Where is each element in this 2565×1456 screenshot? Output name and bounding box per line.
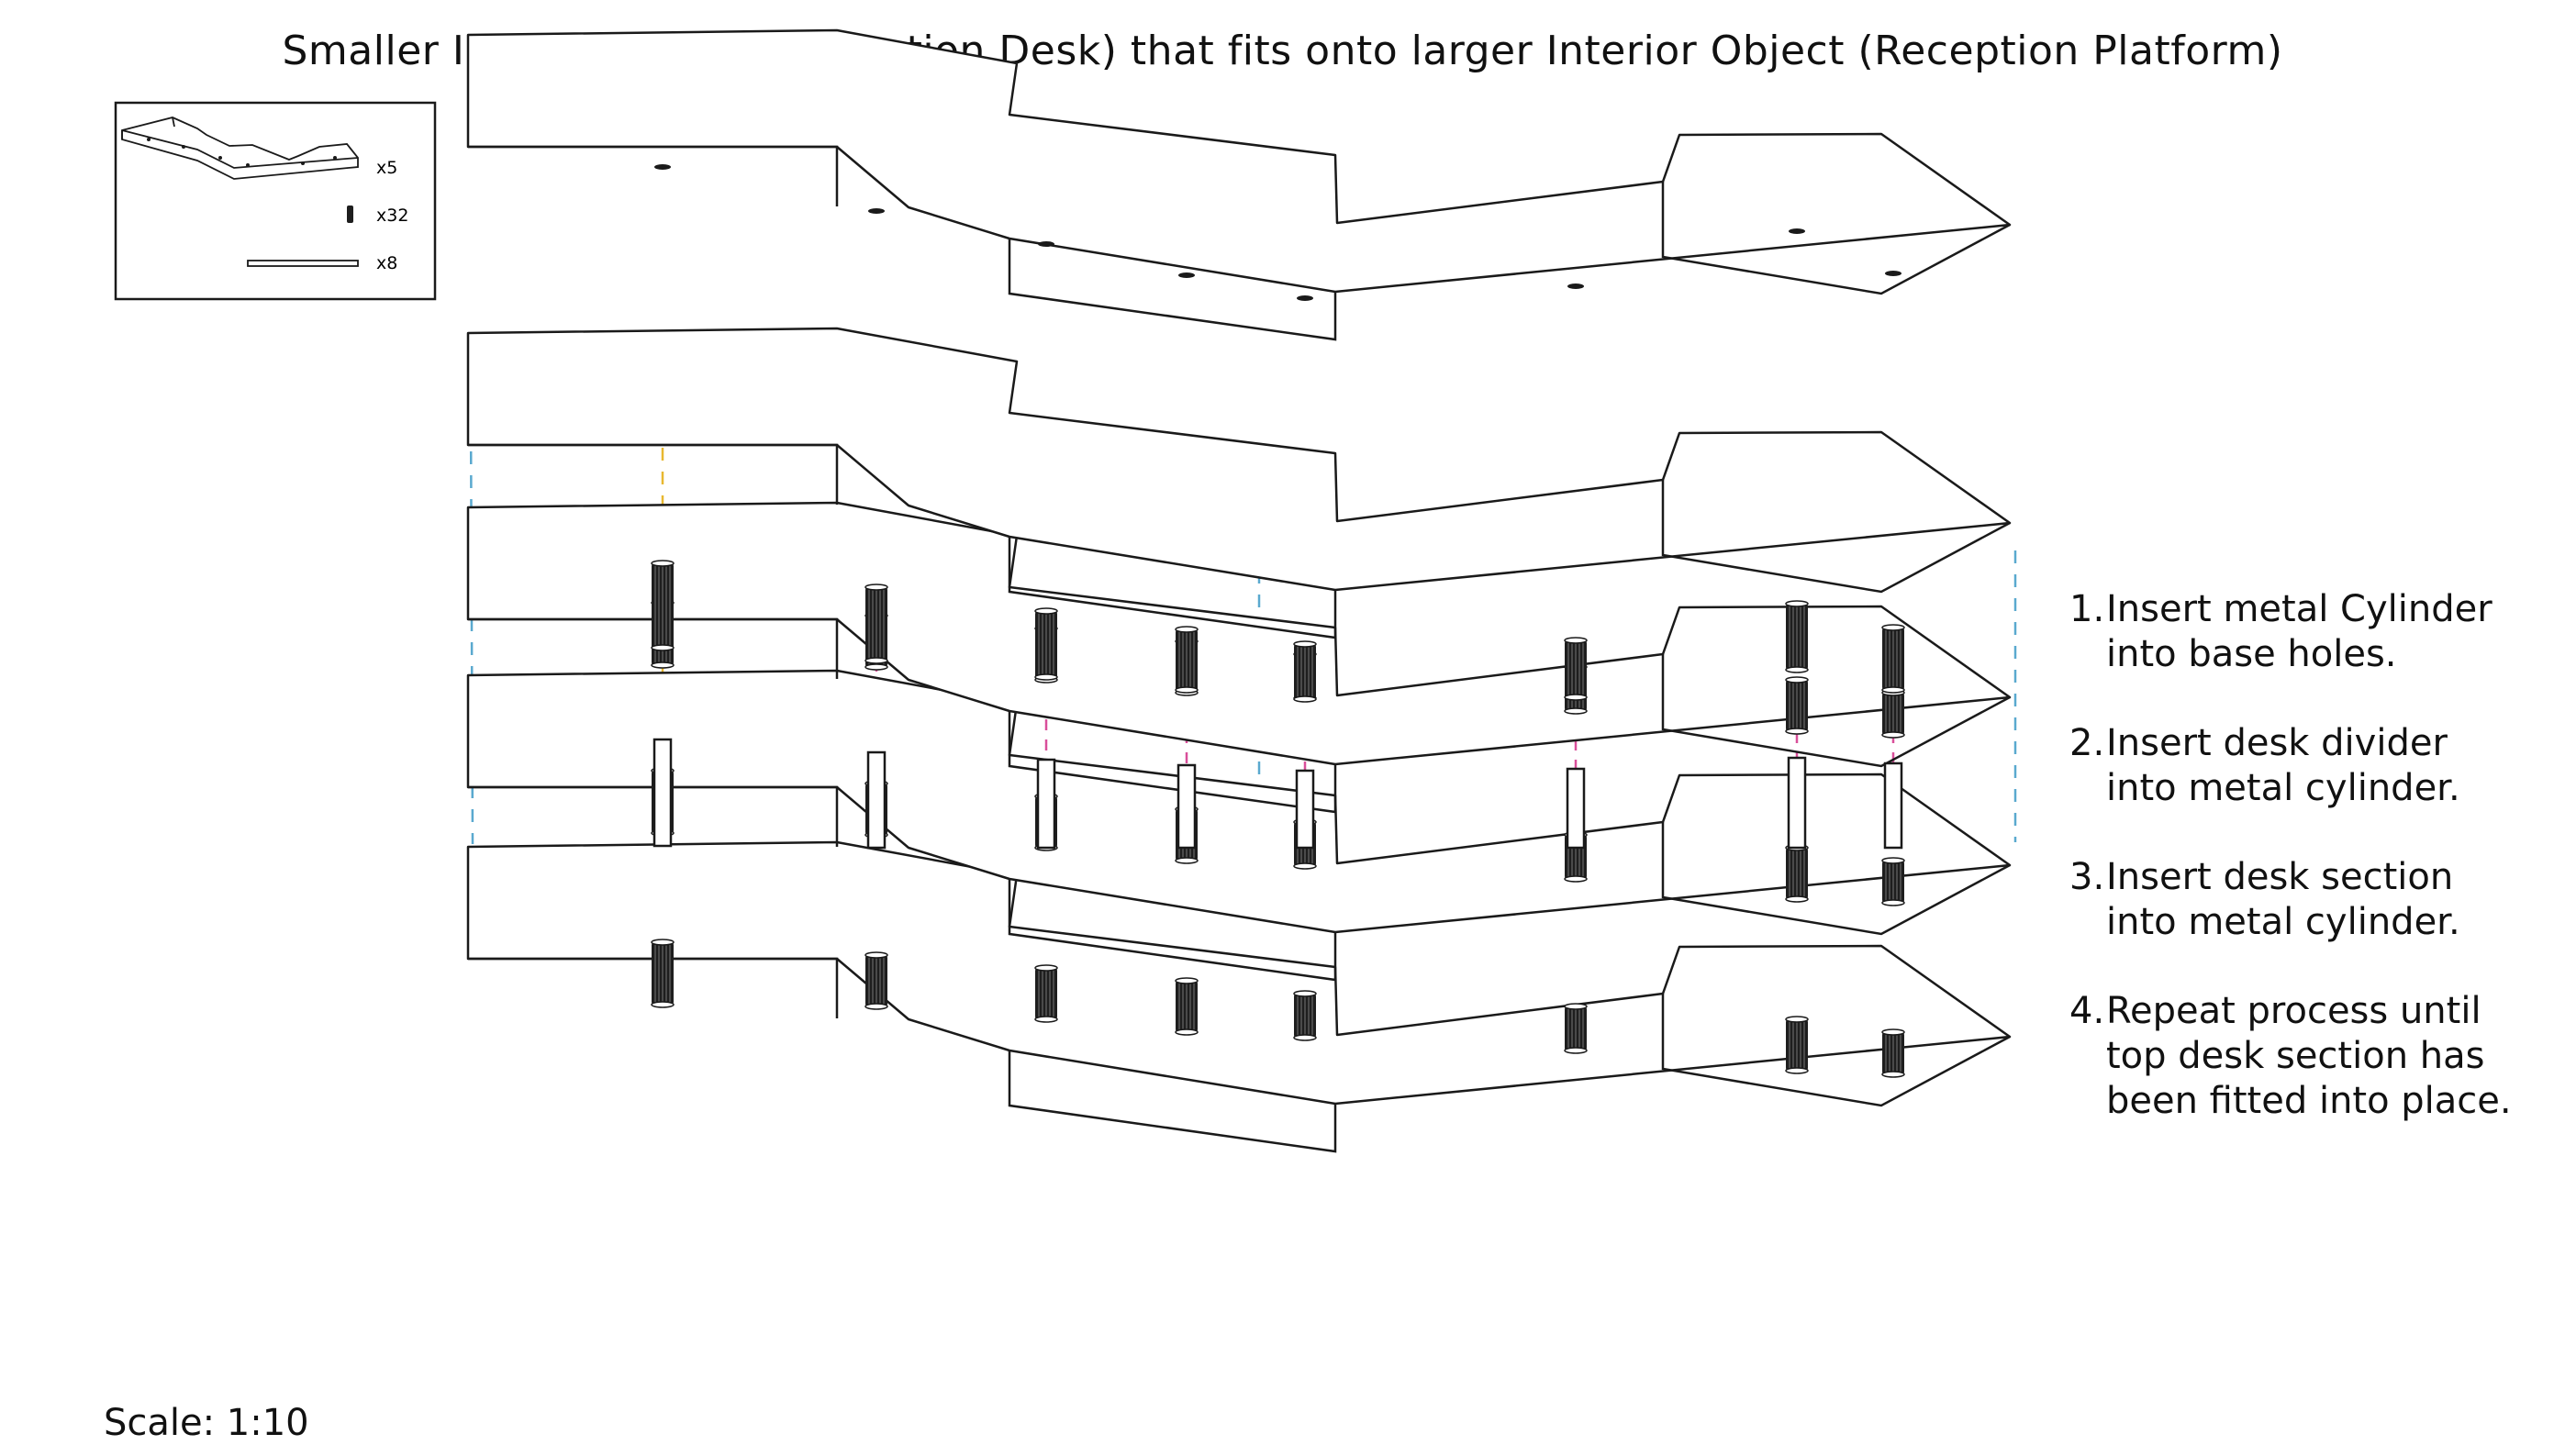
base-hole — [1038, 241, 1054, 247]
metal-cylinder — [1881, 689, 1905, 739]
metal-cylinder-floating — [1034, 607, 1058, 681]
base-hole — [1297, 295, 1313, 301]
metal-cylinder — [1564, 1003, 1588, 1054]
desk-sections — [466, 28, 2012, 1153]
base-hole — [868, 208, 885, 214]
metal-cylinder-floating — [651, 560, 675, 651]
base-hole — [1885, 271, 1901, 276]
metal-cylinder-floating — [1175, 626, 1199, 694]
step-number: 3. — [2069, 856, 2105, 898]
parts-legend: x5 x32 x8 — [114, 101, 437, 301]
step-number: 4. — [2069, 990, 2105, 1032]
desk-section-1 — [466, 840, 2012, 1153]
desk-divider — [1177, 763, 1197, 850]
metal-cylinder-floating — [1293, 640, 1317, 703]
desk-section-5 — [466, 28, 2012, 341]
desk-section-icon — [121, 117, 359, 180]
metal-cylinder — [1785, 1016, 1809, 1074]
assembly-step-2: 2. Insert desk divider into metal cylind… — [2069, 721, 2547, 811]
base-hole — [654, 164, 671, 170]
base-hole — [1789, 228, 1805, 234]
base-hole — [1567, 283, 1584, 289]
desk-divider — [1036, 758, 1056, 850]
desk-divider — [652, 738, 673, 848]
metal-cylinder-icon — [347, 206, 353, 223]
metal-cylinder-floating — [1564, 637, 1588, 701]
metal-cylinder — [1785, 676, 1809, 735]
step-number: 1. — [2069, 588, 2105, 630]
legend-count-desk-divider: x8 — [376, 253, 397, 273]
assembly-step-4: 4. Repeat process until top desk section… — [2069, 989, 2547, 1124]
scale-label: Scale: 1:10 — [104, 1402, 309, 1444]
step-text: Insert desk divider into metal cylinder. — [2106, 722, 2460, 809]
assembly-step-1: 1. Insert metal Cylinder into base holes… — [2069, 587, 2547, 677]
metal-cylinder-floating — [864, 584, 888, 664]
step-number: 2. — [2069, 722, 2105, 764]
desk-divider — [1787, 756, 1807, 850]
metal-cylinder — [1881, 857, 1905, 906]
metal-cylinder — [1881, 1028, 1905, 1078]
metal-cylinder — [864, 951, 888, 1010]
step-text: Insert metal Cylinder into base holes. — [2106, 588, 2493, 675]
desk-divider — [1295, 769, 1315, 850]
metal-cylinder — [1175, 977, 1199, 1036]
desk-section-4 — [466, 327, 2012, 639]
desk-divider-icon — [247, 260, 359, 267]
desk-divider — [1566, 767, 1586, 850]
assembly-step-3: 3. Insert desk section into metal cylind… — [2069, 855, 2547, 945]
metal-cylinder-floating — [1785, 600, 1809, 673]
step-text: Insert desk section into metal cylinder. — [2106, 856, 2460, 943]
assembly-steps: 1. Insert metal Cylinder into base holes… — [2069, 587, 2547, 1168]
base-hole — [1178, 272, 1195, 278]
legend-count-desk-section: x5 — [376, 158, 397, 178]
metal-cylinder — [1293, 990, 1317, 1041]
metal-cylinder-floating — [1881, 624, 1905, 694]
metal-cylinder — [651, 939, 675, 1008]
metal-cylinder — [1785, 844, 1809, 903]
metal-cylinder — [1034, 964, 1058, 1023]
desk-divider — [866, 750, 887, 850]
step-text: Repeat process until top desk section ha… — [2106, 990, 2512, 1122]
legend-count-metal-cylinder: x32 — [376, 206, 408, 226]
desk-divider — [1883, 761, 1903, 850]
floating-cylinders — [651, 560, 1905, 850]
